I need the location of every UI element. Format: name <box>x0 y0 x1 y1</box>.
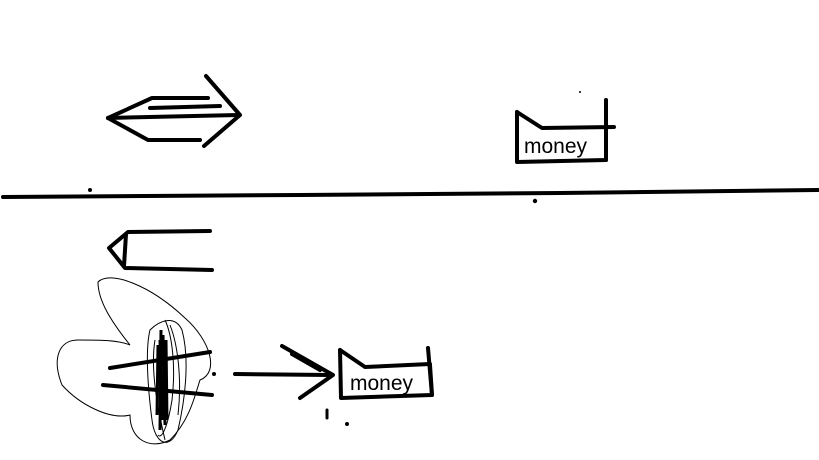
divider-line <box>1 188 819 199</box>
wallet-icon-top <box>515 98 616 164</box>
wallet-icon-bottom <box>338 346 434 400</box>
right-arrow-icon <box>233 344 335 400</box>
money-label-top: money <box>524 135 588 158</box>
dot <box>579 91 581 93</box>
scribble-cluster <box>56 277 214 445</box>
money-label-bottom: money <box>350 372 414 395</box>
dot <box>88 188 92 192</box>
dot <box>532 198 538 204</box>
dot <box>345 422 349 426</box>
half-arrow-icon <box>107 229 214 272</box>
double-arrow-icon <box>106 74 242 148</box>
dot <box>212 372 216 376</box>
